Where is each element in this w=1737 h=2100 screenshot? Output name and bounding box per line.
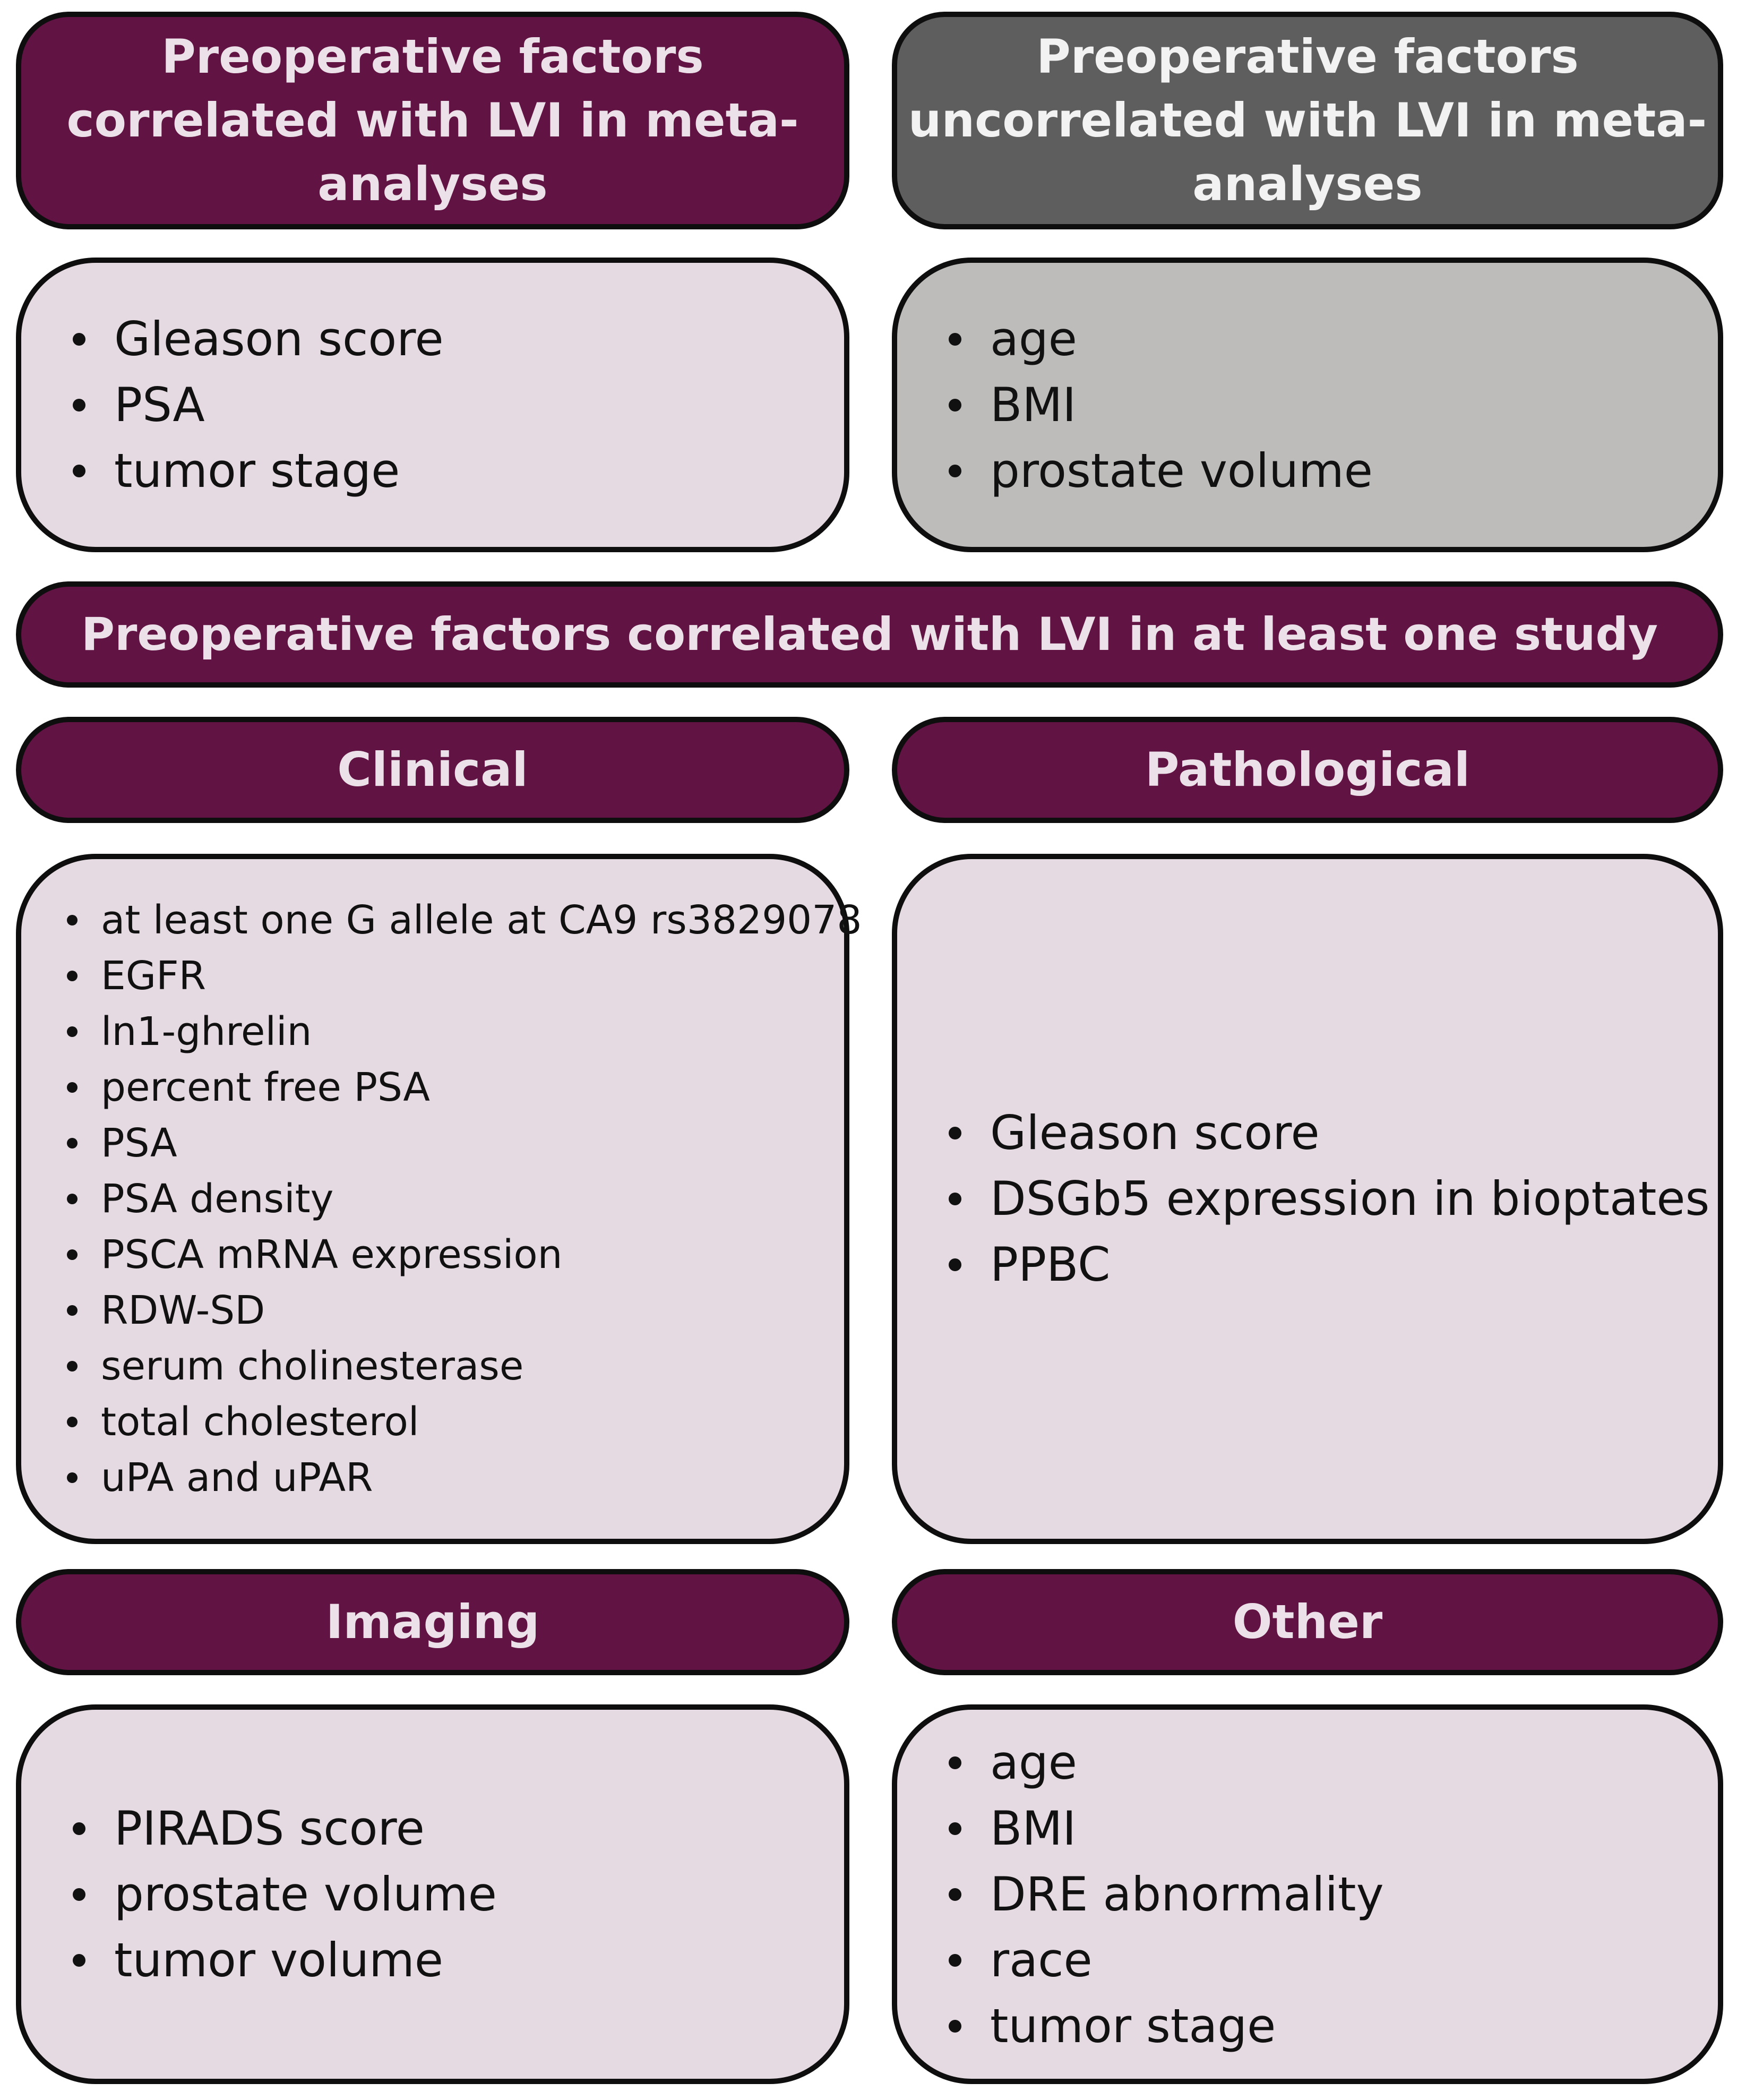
list-item: BMI bbox=[949, 1796, 1384, 1862]
imaging-list: PIRADS score prostate volume tumor volum… bbox=[73, 1796, 497, 1993]
list-item: at least one G allele at CA9 rs3829078 bbox=[66, 893, 862, 948]
list-item: prostate volume bbox=[949, 438, 1373, 504]
list-item: PSA bbox=[73, 372, 444, 438]
list-item: PSA bbox=[66, 1116, 862, 1171]
list-item: total cholesterol bbox=[66, 1394, 862, 1450]
pathological-list: Gleason score DSGb5 expression in biopta… bbox=[948, 1100, 1709, 1298]
list-item: race bbox=[949, 1927, 1384, 1993]
list-item: prostate volume bbox=[73, 1862, 497, 1927]
other-header: Other bbox=[892, 1569, 1723, 1675]
meta-correlated-panel: Gleason score PSA tumor stage bbox=[16, 258, 849, 552]
meta-correlated-header: Preoperative factors correlated with LVI… bbox=[16, 12, 849, 229]
list-item: Gleason score bbox=[73, 306, 444, 372]
imaging-header: Imaging bbox=[16, 1569, 849, 1675]
list-item: RDW-SD bbox=[66, 1283, 862, 1339]
meta-correlated-title: Preoperative factors correlated with LVI… bbox=[66, 29, 799, 211]
list-item: age bbox=[949, 1730, 1384, 1796]
imaging-panel: PIRADS score prostate volume tumor volum… bbox=[16, 1704, 849, 2084]
pathological-panel: Gleason score DSGb5 expression in biopta… bbox=[892, 854, 1723, 1544]
meta-uncorrelated-list: age BMI prostate volume bbox=[949, 306, 1373, 504]
list-item: PPBC bbox=[948, 1232, 1709, 1298]
meta-correlated-list: Gleason score PSA tumor stage bbox=[73, 306, 444, 504]
list-item: EGFR bbox=[66, 948, 862, 1004]
meta-uncorrelated-title: Preoperative factors uncorrelated with L… bbox=[908, 29, 1707, 211]
list-item: PSCA mRNA expression bbox=[66, 1227, 862, 1283]
pathological-title: Pathological bbox=[1145, 742, 1471, 798]
clinical-panel: at least one G allele at CA9 rs3829078 E… bbox=[16, 854, 862, 1544]
list-item: Gleason score bbox=[948, 1100, 1709, 1166]
list-item: tumor stage bbox=[949, 1993, 1384, 2059]
list-item: BMI bbox=[949, 372, 1373, 438]
at-least-one-study-header: Preoperative factors correlated with LVI… bbox=[16, 581, 1723, 688]
other-title: Other bbox=[1232, 1595, 1383, 1650]
meta-uncorrelated-header: Preoperative factors uncorrelated with L… bbox=[892, 12, 1723, 229]
list-item: tumor stage bbox=[73, 438, 444, 504]
list-item: serum cholinesterase bbox=[66, 1339, 862, 1394]
other-list: age BMI DRE abnormality race tumor stage bbox=[949, 1730, 1384, 2059]
at-least-one-study-title: Preoperative factors correlated with LVI… bbox=[81, 607, 1658, 661]
list-item: DRE abnormality bbox=[949, 1862, 1384, 1927]
meta-uncorrelated-panel: age BMI prostate volume bbox=[892, 258, 1723, 552]
list-item: age bbox=[949, 306, 1373, 372]
list-item: ln1-ghrelin bbox=[66, 1004, 862, 1060]
list-item: uPA and uPAR bbox=[66, 1450, 862, 1506]
clinical-header: Clinical bbox=[16, 717, 849, 823]
list-item: DSGb5 expression in bioptates bbox=[948, 1166, 1709, 1232]
imaging-title: Imaging bbox=[325, 1595, 540, 1650]
list-item: tumor volume bbox=[73, 1927, 497, 1993]
other-panel: age BMI DRE abnormality race tumor stage bbox=[892, 1704, 1723, 2084]
clinical-title: Clinical bbox=[337, 742, 528, 798]
pathological-header: Pathological bbox=[892, 717, 1723, 823]
list-item: PSA density bbox=[66, 1171, 862, 1227]
clinical-list: at least one G allele at CA9 rs3829078 E… bbox=[66, 893, 862, 1506]
list-item: percent free PSA bbox=[66, 1060, 862, 1116]
list-item: PIRADS score bbox=[73, 1796, 497, 1862]
